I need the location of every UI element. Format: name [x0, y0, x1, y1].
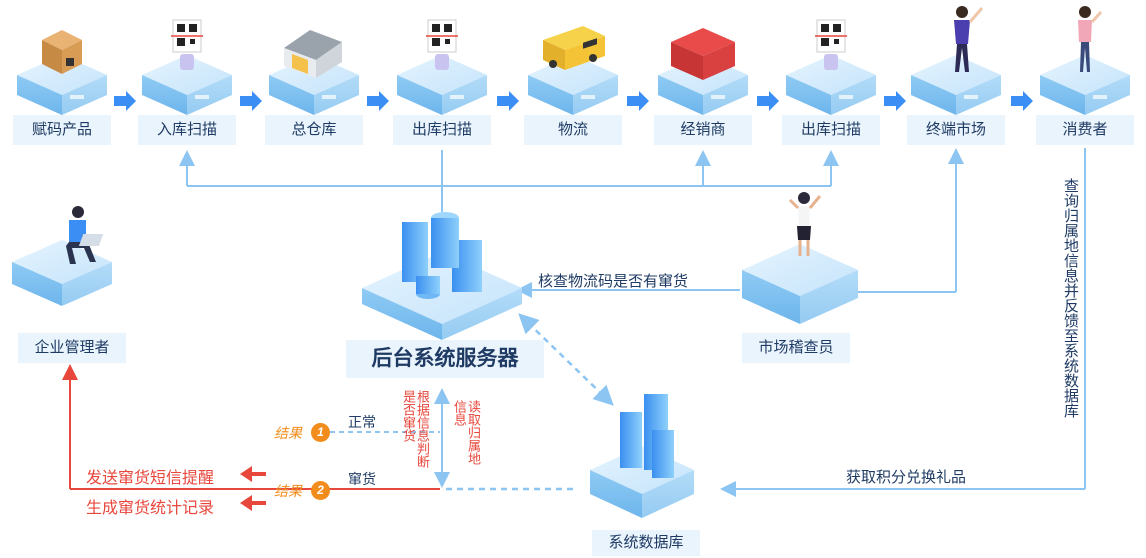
step-label-inbound-scan: 入库扫描: [138, 115, 236, 145]
step-label-distributor: 经销商: [654, 115, 752, 145]
judge-by-info-text: 根据信息判断是否窜货: [401, 390, 430, 468]
send-sms-text: 发送窜货短信提醒: [86, 470, 215, 487]
diversion-text: 窜货: [348, 471, 376, 487]
inspector-person-icon: [788, 192, 822, 256]
result-1-label: 结果: [274, 425, 302, 441]
step-label-product: 赋码产品: [13, 115, 111, 145]
step-label-logistics: 物流: [524, 115, 622, 145]
points-redeem-text: 获取积分兑换礼品: [846, 469, 967, 486]
database-towers-icon: [620, 394, 674, 478]
platform-outbound-scan-1: [397, 55, 487, 115]
step-label-terminal-market: 终端市场: [907, 115, 1005, 145]
admin-label: 企业管理者: [18, 333, 126, 363]
platform-inbound-scan: [142, 55, 232, 115]
consumer-query-text: 查询归属地信息并反馈至系统数据库: [1062, 178, 1079, 418]
platform-outbound-scan-2: [786, 55, 876, 115]
inspector-label: 市场稽查员: [742, 333, 850, 363]
box-icon: [42, 30, 82, 74]
platform-terminal-market: [911, 55, 1001, 115]
step-label-warehouse: 总仓库: [265, 115, 363, 145]
server-buildings-icon: [402, 212, 482, 299]
person-icon: [954, 6, 984, 72]
result-2-label: 结果: [274, 483, 302, 499]
inspector-check-text: 核查物流码是否有窜货: [538, 273, 689, 290]
platform-database: [590, 446, 694, 518]
platform-inspector: [742, 244, 858, 324]
platform-consumer: [1040, 55, 1130, 115]
diversion-path: [62, 364, 440, 490]
red-arrows: [240, 466, 266, 511]
inspector-lines: [516, 148, 964, 298]
step-label-outbound-scan-2: 出库扫描: [782, 115, 880, 145]
server-label: 后台系统服务器: [346, 340, 544, 378]
platform-product: [17, 55, 107, 115]
flow-arrows: [114, 91, 1033, 111]
platforms-top: [17, 55, 1130, 115]
result-2-badge: 2: [311, 481, 330, 500]
database-label: 系统数据库: [592, 530, 700, 556]
truck-icon: [543, 26, 605, 70]
step-label-outbound-scan-1: 出库扫描: [393, 115, 491, 145]
container-icon: [671, 28, 735, 80]
platform-admin: [12, 240, 112, 306]
person-icon: [1078, 6, 1103, 72]
scan-bus-lines: [179, 150, 839, 212]
qr-scanner-icon: [171, 19, 203, 70]
qr-scanner-icon: [426, 19, 458, 70]
consumer-feedback-line: [720, 148, 1086, 497]
admin-person-icon: [66, 206, 104, 264]
result-1-badge: 1: [311, 423, 330, 442]
gen-record-text: 生成窜货统计记录: [86, 500, 215, 517]
read-location-text: 读取归属地信息: [452, 400, 481, 465]
warehouse-icon: [284, 30, 342, 78]
qr-scanner-icon: [815, 19, 847, 70]
step-label-consumer: 消费者: [1036, 115, 1134, 145]
normal-text: 正常: [348, 414, 376, 430]
